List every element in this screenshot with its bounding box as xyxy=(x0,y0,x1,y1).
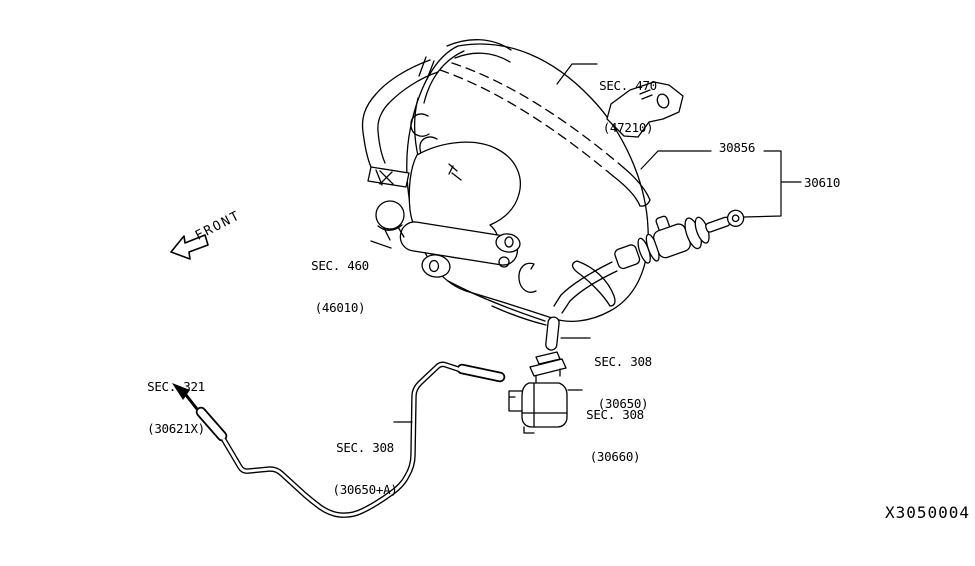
callout-sec308-30650: SEC. 308 (30650) xyxy=(589,327,657,439)
callout-line: (30621X) xyxy=(147,421,205,436)
callout-line: SEC. 321 xyxy=(147,379,205,394)
callout-line: (46010) xyxy=(314,300,366,315)
callout-sec470: SEC. 470 (47210) xyxy=(594,51,662,163)
callout-line: SEC. 308 xyxy=(594,354,652,369)
callout-line: (30650+A) xyxy=(332,482,398,497)
bracket-47210 xyxy=(606,81,684,138)
clutch-master-cylinder-30610 xyxy=(614,209,745,270)
callout-line: (47210) xyxy=(602,120,654,135)
callout-line: (30650) xyxy=(597,396,649,411)
drawing-number: X3050004 xyxy=(885,503,971,522)
leader-lines xyxy=(370,63,802,423)
clutch-hose-30856 xyxy=(361,39,651,207)
callout-line: SEC. 460 xyxy=(311,258,369,273)
callout-line: SEC. 308 xyxy=(586,407,644,422)
callout-sec460: SEC. 460 (46010) xyxy=(306,231,374,343)
clutch-tube-30650 xyxy=(545,261,618,351)
callout-sec321: SEC. 321 (30621X) xyxy=(141,352,211,464)
callout-line: SEC. 470 xyxy=(599,78,657,93)
callout-sec308-30650a: SEC. 308 (30650+A) xyxy=(327,413,403,525)
clutch-pipe-30650A xyxy=(172,361,506,518)
sec321-pointer-arrow xyxy=(172,383,199,411)
front-arrow xyxy=(170,234,209,260)
callout-sec308-30660: SEC. 308 (30660) xyxy=(581,380,649,492)
callout-30856: 30856 xyxy=(718,140,756,155)
callout-30610: 30610 xyxy=(804,175,841,190)
master-cylinder-46010 xyxy=(375,141,521,278)
callout-line: (30660) xyxy=(589,449,641,464)
reservoir-tank-30660 xyxy=(508,351,568,434)
callout-line: SEC. 308 xyxy=(336,440,394,455)
